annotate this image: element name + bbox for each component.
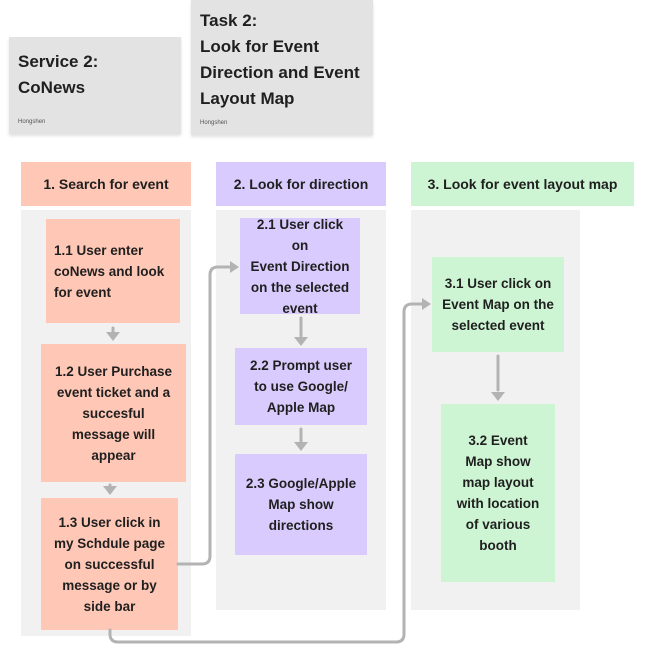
step-card-1-2[interactable]: 1.2 User Purchase event ticket and a suc… [41,344,186,482]
sticky-note-title: Service 2: CoNews [18,52,99,97]
step-card-1-3[interactable]: 1.3 User click in my Schdule page on suc… [41,498,178,630]
sticky-note-author: Hongshen [200,120,228,126]
sticky-note-author: Hongshen [18,119,46,125]
lane-header-search[interactable]: 1. Search for event [21,162,191,206]
step-card-2-1[interactable]: 2.1 User click on Event Direction on the… [240,217,360,316]
sticky-note-service[interactable]: Service 2: CoNews Hongshen [9,37,181,134]
step-card-3-1[interactable]: 3.1 User click on Event Map on the selec… [432,257,564,352]
step-card-3-2[interactable]: 3.2 Event Map show map layout with locat… [441,404,555,582]
step-card-1-1[interactable]: 1.1 User enter coNews and look for event [46,219,180,323]
sticky-note-task[interactable]: Task 2: Look for Event Direction and Eve… [191,0,373,135]
step-card-2-3[interactable]: 2.3 Google/Apple Map show directions [235,454,367,555]
lane-header-map[interactable]: 3. Look for event layout map [411,162,634,206]
step-card-2-2[interactable]: 2.2 Prompt user to use Google/ Apple Map [235,348,367,425]
lane-header-direction[interactable]: 2. Look for direction [216,162,386,206]
sticky-note-title: Task 2: Look for Event Direction and Eve… [200,11,360,108]
